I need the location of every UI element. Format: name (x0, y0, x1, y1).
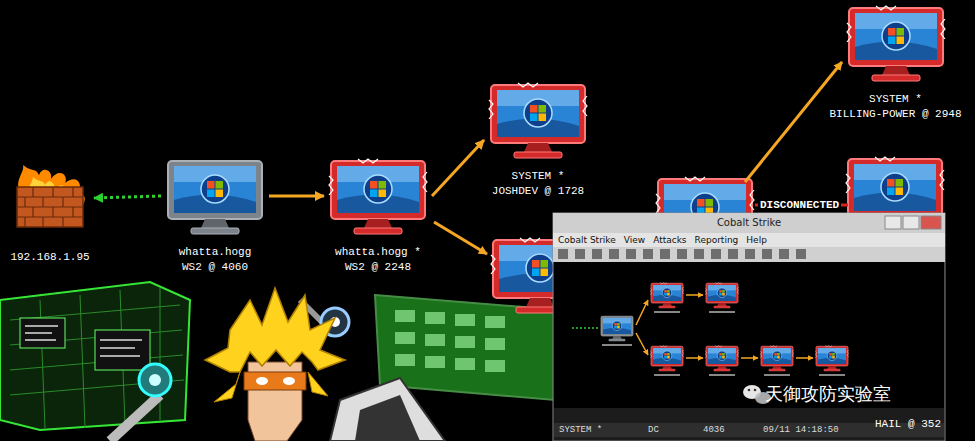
computer-icon (329, 159, 427, 234)
table-cell: 09/11 14:18:50 (763, 424, 839, 436)
cobalt-strike-window (601, 316, 633, 341)
cobalt-strike-window (572, 327, 598, 329)
menu-item: Attacks (653, 234, 686, 246)
host-name: HAIL @ 352 (875, 417, 941, 432)
host-label-node: HAIL @ 352 (875, 417, 941, 432)
host-user: SYSTEM * (825, 92, 966, 107)
menu-item: Help (746, 234, 767, 246)
firewall-node: 192.168.1.95 (6, 165, 94, 265)
cartoon (25, 326, 142, 356)
host-user: whatta.hogg (161, 245, 269, 260)
cartoon (0, 282, 560, 441)
cobalt-strike-window (760, 346, 793, 372)
host-node: SYSTEM *BILLING-POWER @ 2948 (825, 5, 966, 122)
cobalt-strike-window (553, 213, 945, 441)
table-cell: SYSTEM * (559, 424, 602, 436)
host-node: whatta.hoggWS2 @ 4060 (161, 158, 269, 275)
cobalt-strike-window (705, 283, 738, 309)
cartoon (10, 288, 184, 428)
host-user: SYSTEM * (484, 169, 592, 184)
background-hosts (434, 222, 487, 254)
connector-arrow (432, 140, 484, 196)
cobalt-strike-window (705, 346, 738, 372)
computer-icon (17, 165, 85, 227)
cartoon (149, 374, 161, 386)
table-cell: DC (648, 424, 659, 436)
cartoon (95, 330, 150, 370)
cobalt-strike-window (921, 216, 941, 229)
cartoon (330, 378, 445, 441)
cobalt-strike-window (554, 262, 944, 408)
cartoon (244, 372, 306, 390)
edge-status-label: DISCONNECTED (758, 198, 841, 212)
cobalt-strike-window (686, 357, 703, 359)
menu-bar: Cobalt Strike View Attacks Reporting Help (558, 234, 775, 246)
cobalt-strike-window (903, 216, 919, 229)
cobalt-strike-window (815, 346, 848, 372)
watermark: 天御攻防实验室 (765, 383, 891, 405)
computer-icon (168, 161, 262, 234)
menu-item: Cobalt Strike (558, 234, 616, 246)
computer-icon (488, 82, 588, 160)
host-name: BILLING-POWER @ 2948 (825, 107, 966, 122)
cartoon (283, 377, 295, 385)
app-window: Cobalt StrikeHAIL @ 352Cobalt StrikeView… (553, 213, 945, 441)
cobalt-strike-window (553, 213, 945, 233)
computer-icon (847, 6, 945, 81)
table-cell: 4036 (703, 424, 725, 436)
host-name: JOSHDEV @ 1728 (484, 184, 592, 199)
cobalt-strike-window (796, 357, 813, 359)
cartoon (308, 372, 328, 396)
cartoon (205, 288, 345, 372)
cartoon (355, 395, 420, 441)
cartoon (214, 372, 240, 402)
cobalt-strike-window (754, 389, 757, 392)
host-name: WS2 @ 4060 (161, 260, 269, 275)
computer-icon (165, 158, 265, 236)
host-user: 192.168.1.95 (6, 250, 94, 265)
host-user: whatta.hogg * (324, 245, 432, 260)
cobalt-strike-window (741, 357, 758, 359)
connector-arrow (94, 196, 161, 198)
host-node: whatta.hogg *WS2 @ 2248 (324, 158, 432, 275)
cartoon (110, 395, 160, 441)
cobalt-strike-window (553, 233, 945, 247)
connector-arrow (269, 195, 324, 198)
cartoon (139, 364, 171, 396)
cobalt-strike-window (686, 294, 703, 296)
background-hosts (745, 62, 842, 182)
cobalt-strike-window (650, 283, 683, 309)
cobalt-strike-window (636, 300, 648, 325)
host-name: WS2 @ 2248 (324, 260, 432, 275)
computer-icon (328, 158, 428, 236)
menu-item: View (624, 234, 645, 246)
cobalt-strike-window (748, 389, 751, 392)
cobalt-strike-window (554, 408, 944, 440)
cobalt-strike-window (602, 312, 845, 375)
cartoon (0, 282, 190, 430)
computer-icon (489, 83, 587, 158)
cobalt-strike-window (553, 247, 945, 262)
cartoon (256, 377, 268, 385)
cobalt-strike-window (650, 346, 683, 372)
computer-icon (13, 165, 88, 230)
window-title: Cobalt Strike (553, 217, 945, 229)
cobalt-strike-window (553, 213, 945, 441)
computer-icon (846, 5, 946, 83)
cobalt-strike-window (885, 216, 901, 229)
cartoon (395, 310, 505, 372)
cobalt-strike-window (558, 249, 806, 259)
cobalt-strike-window (636, 333, 648, 355)
menu-item: Reporting (695, 234, 739, 246)
host-node: SYSTEM *JOSHDEV @ 1728 (484, 82, 592, 199)
